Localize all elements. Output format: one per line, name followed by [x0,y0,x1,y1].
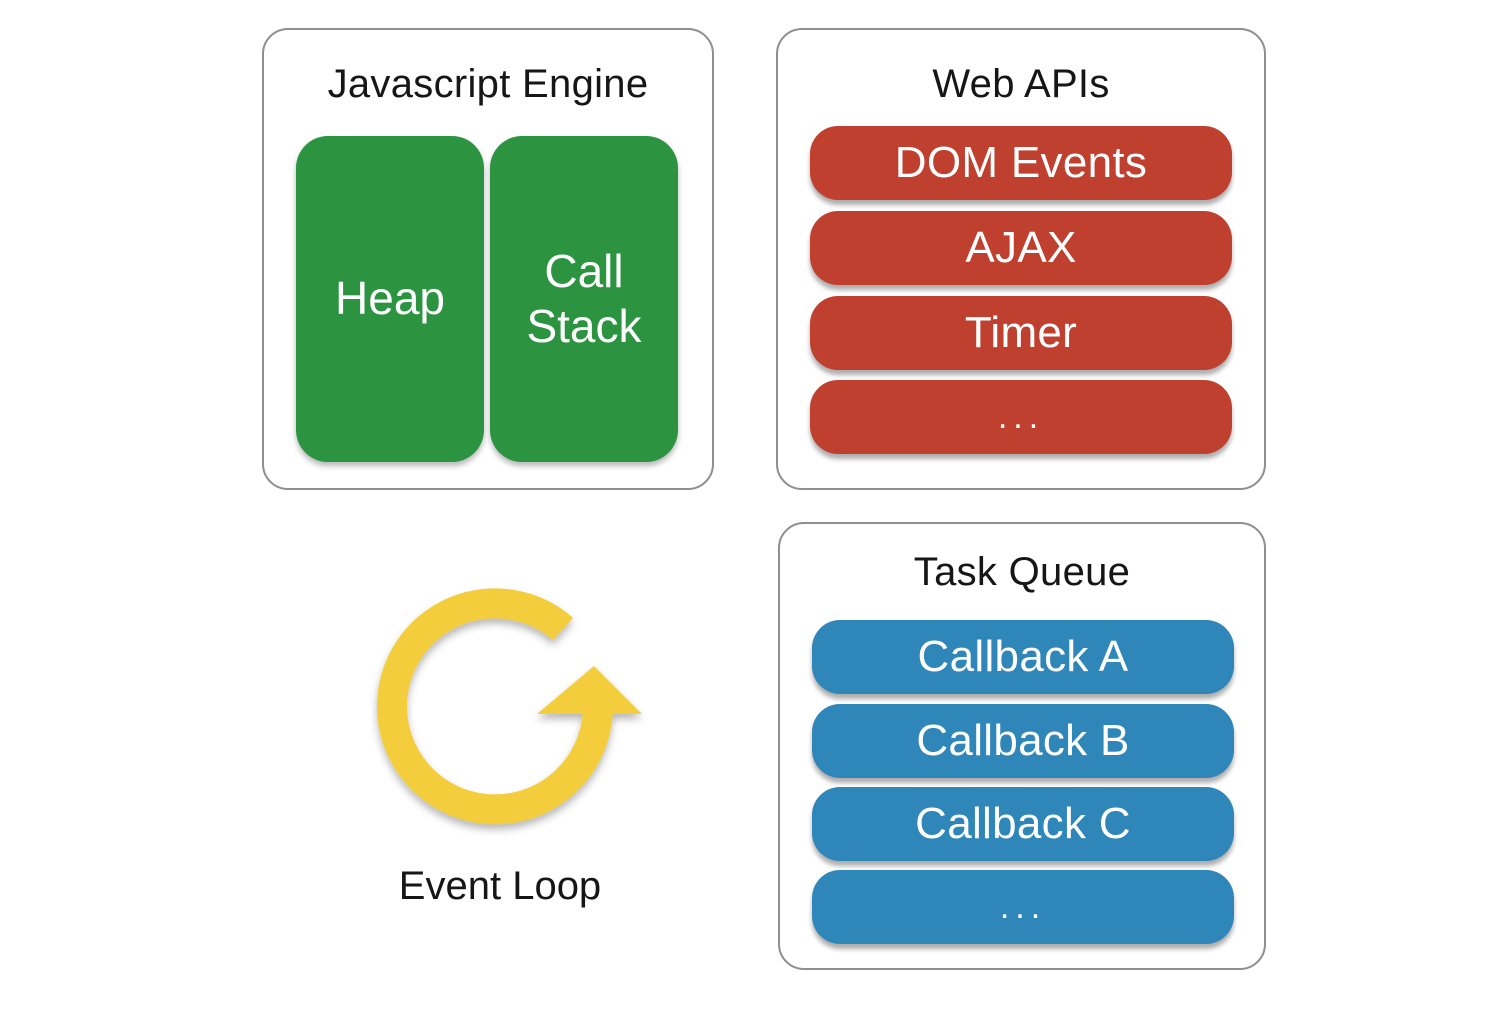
event-loop-label: Event Loop [398,864,602,908]
task-queue-item-callback-a: Callback A [812,620,1234,694]
heap-block: Heap [296,136,484,462]
javascript-engine-panel: Javascript Engine Heap Call Stack [262,28,714,490]
javascript-engine-title: Javascript Engine [327,62,649,106]
task-queue-item-callback-b: Callback B [812,704,1234,778]
web-api-item-ajax: AJAX [810,211,1232,285]
web-apis-panel: Web APIs DOM Events AJAX Timer ... [776,28,1266,490]
call-stack-block: Call Stack [490,136,678,462]
circular-arrow-icon [377,588,642,825]
task-queue-title: Task Queue [913,550,1131,594]
web-api-item-more: ... [810,380,1232,454]
task-queue-item-callback-c: Callback C [812,787,1234,861]
web-apis-title: Web APIs [932,62,1110,106]
web-api-item-dom-events: DOM Events [810,126,1232,200]
task-queue-panel: Task Queue Callback A Callback B Callbac… [778,522,1266,970]
task-queue-item-more: ... [812,870,1234,944]
web-api-item-timer: Timer [810,296,1232,370]
